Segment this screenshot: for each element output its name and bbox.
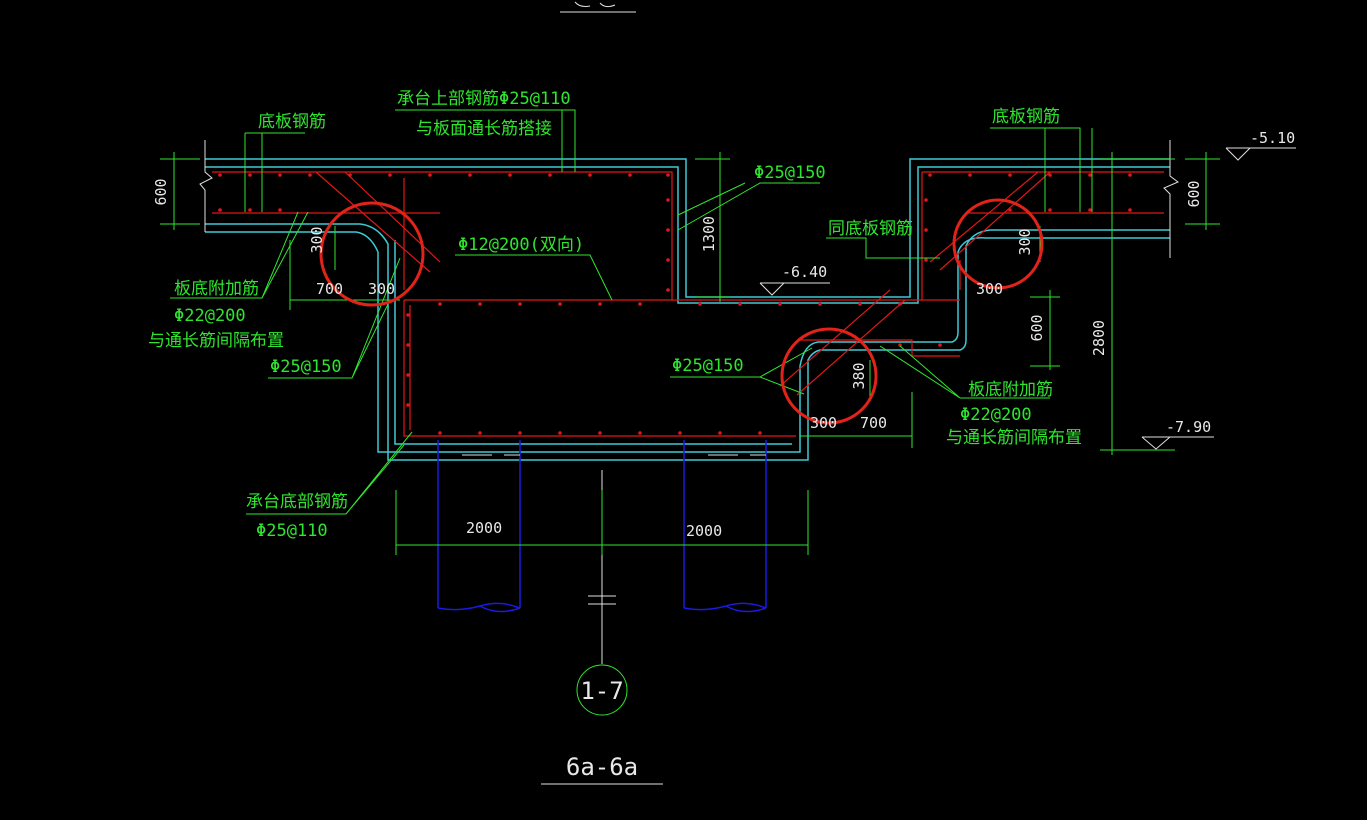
label-slab-rebar-left: 底板钢筋 <box>258 112 326 132</box>
label-add-bar-left-1: 板底附加筋 <box>174 279 259 299</box>
dim-1300: 1300 <box>700 216 718 252</box>
label-phi25-150-left: Φ25@150 <box>270 357 342 377</box>
level-mid: -6.40 <box>782 263 827 281</box>
dim-300-c: 300 <box>368 280 395 298</box>
pile-right <box>683 440 767 613</box>
label-add-bar-left-3: 与通长筋间隔布置 <box>148 331 284 351</box>
label-phi25-150-top: Φ25@150 <box>754 163 826 183</box>
dim-600-mid: 600 <box>1028 314 1046 341</box>
concrete-outline <box>205 158 1170 461</box>
dim-2000-b: 2000 <box>686 522 722 540</box>
label-add-bar-right-2: Φ22@200 <box>960 405 1032 425</box>
label-bottom-reinf-2: Φ25@110 <box>256 521 328 541</box>
label-same-slab-rebar: 同底板钢筋 <box>828 219 913 239</box>
leader-lines <box>170 109 1093 515</box>
dim-300-a: 300 <box>308 226 326 253</box>
dimension-lines <box>160 152 1220 555</box>
dim-2800: 2800 <box>1090 320 1108 356</box>
level-bottom: -7.90 <box>1166 418 1211 436</box>
level-marker-mid <box>759 282 830 296</box>
label-add-bar-left-2: Φ22@200 <box>174 306 246 326</box>
level-top: -5.10 <box>1250 129 1295 147</box>
dim-300-d: 300 <box>976 280 1003 298</box>
axis-bubble <box>576 664 628 716</box>
level-marker-top <box>1225 147 1296 161</box>
break-line-right <box>1163 140 1179 258</box>
dim-700-left: 700 <box>316 280 343 298</box>
dim-2000-a: 2000 <box>466 519 502 537</box>
dim-600-left: 600 <box>152 178 170 205</box>
label-phi12-200: Φ12@200(双向) <box>458 235 584 255</box>
level-marker-bottom <box>1141 436 1214 450</box>
label-top-reinf: 承台上部钢筋Φ25@110 <box>397 89 571 109</box>
highlight-circle-mid <box>780 327 878 425</box>
label-add-bar-right-1: 板底附加筋 <box>968 380 1053 400</box>
rebar-lines <box>212 171 1164 437</box>
highlight-circle-right <box>952 198 1044 290</box>
dim-700-right: 700 <box>860 414 887 432</box>
axis-label: 1-7 <box>580 677 623 705</box>
break-line-left <box>199 140 213 232</box>
title-remnant <box>560 1 636 13</box>
dim-300-e: 300 <box>810 414 837 432</box>
dim-600-right: 600 <box>1185 180 1203 207</box>
label-add-bar-right-3: 与通长筋间隔布置 <box>946 428 1082 448</box>
label-phi25-150-mid: Φ25@150 <box>672 356 744 376</box>
pile-left <box>437 440 521 613</box>
highlight-circle-left <box>319 201 425 307</box>
rebar-dots <box>218 173 1132 435</box>
label-top-reinf-2: 与板面通长筋搭接 <box>416 119 552 139</box>
section-title: 6a-6a <box>566 753 638 781</box>
dim-380: 380 <box>850 362 868 389</box>
label-bottom-reinf-1: 承台底部钢筋 <box>246 492 348 512</box>
label-slab-rebar-right: 底板钢筋 <box>992 107 1060 127</box>
dim-300-b: 300 <box>1016 228 1034 255</box>
